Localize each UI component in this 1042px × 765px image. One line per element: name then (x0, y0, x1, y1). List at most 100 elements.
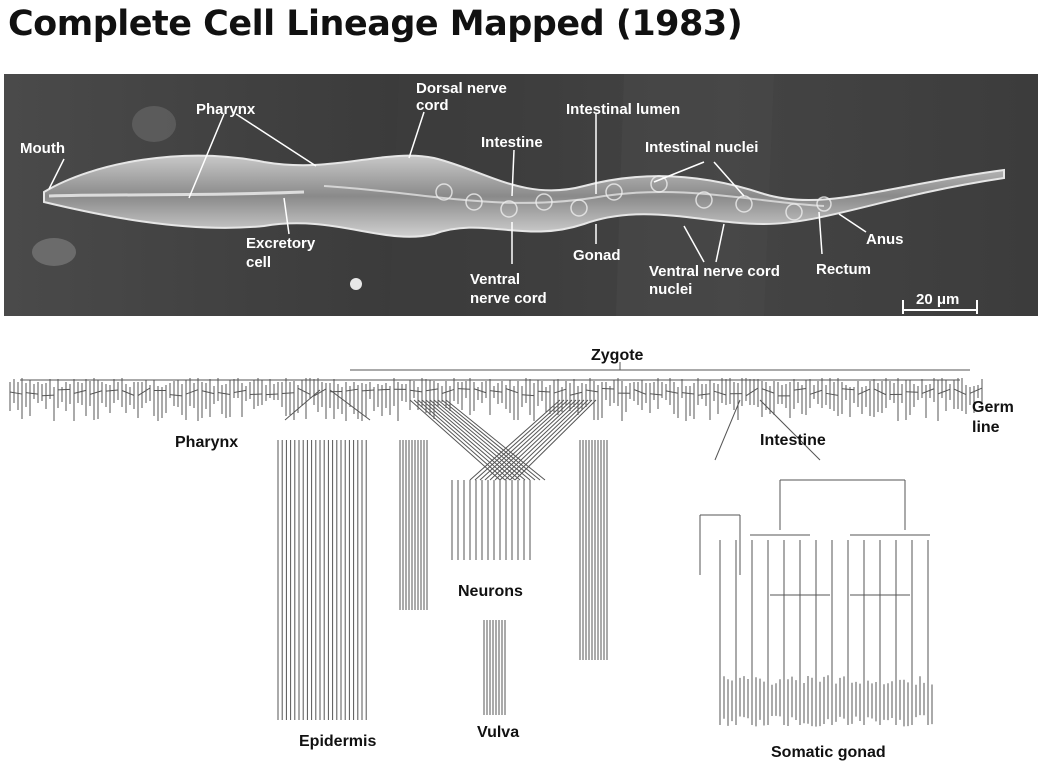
lineage-branch (537, 390, 551, 393)
lineage-branch (265, 393, 279, 396)
lineage-branch (681, 392, 695, 395)
label-excretory-cell-line1: Excretory (246, 235, 316, 252)
lineage-branch (697, 393, 711, 396)
lineage-branch (25, 392, 39, 395)
label-vnc-nuclei-line1: Ventral nerve cord (649, 263, 780, 280)
nuclei-group (435, 175, 832, 221)
label-epidermis: Epidermis (299, 733, 376, 750)
lineage-branch (361, 389, 375, 392)
label-zygote: Zygote (591, 347, 644, 364)
lineage-branch (505, 388, 519, 394)
label-neurons: Neurons (458, 583, 523, 600)
lineage-branch (429, 399, 526, 481)
lineage-branch (89, 390, 103, 395)
label-intestinal-nuclei: Intestinal nuclei (645, 139, 758, 156)
lineage-branch (921, 388, 935, 394)
lineage-branch (569, 391, 583, 396)
label-somatic-gonad: Somatic gonad (771, 744, 886, 761)
lineage-branch (137, 387, 151, 397)
lineage-branch (499, 399, 585, 481)
lineage-branch (745, 387, 759, 397)
lineage-branch (284, 389, 321, 421)
lineage-branch (585, 389, 599, 393)
pharynx-tube (48, 190, 305, 198)
intestinal-lumen-line (323, 185, 825, 207)
lineage-branch (713, 390, 727, 396)
lineage-branch (969, 387, 983, 394)
lineage-branch (425, 388, 439, 392)
lineage-branch (457, 388, 471, 390)
lineage-branch (857, 388, 871, 395)
lineage-branches (9, 362, 983, 727)
lineage-branch (473, 388, 487, 394)
worm-body (43, 154, 1005, 238)
label-intestine: Intestine (760, 432, 826, 449)
lineage-branch (425, 399, 521, 481)
lineage-branch (421, 399, 516, 481)
lineage-branch (809, 389, 823, 395)
slide-title: Complete Cell Lineage Mapped (1983) (8, 4, 743, 44)
lineage-branch (185, 389, 199, 395)
label-germ-line-line1: Germ (972, 399, 1014, 416)
lineage-branch (649, 393, 663, 396)
label-dorsal-nerve-cord-line1: Dorsal nerve (416, 80, 507, 97)
lineage-branch (281, 392, 295, 394)
lineage-branch (665, 390, 679, 394)
lineage-branch (521, 394, 535, 397)
lineage-branch (633, 389, 647, 395)
debris-blob (32, 238, 76, 266)
lineage-branch (41, 394, 55, 397)
lineage-branch (509, 399, 593, 481)
worm-micrograph: Mouth Pharynx Excretory cell Dorsal nerv… (4, 74, 1038, 316)
label-pharynx: Pharynx (196, 101, 256, 118)
label-gonad: Gonad (573, 247, 621, 264)
lineage-branch (201, 390, 215, 395)
label-intestine: Intestine (481, 134, 543, 151)
lineage-branch (714, 399, 741, 461)
label-pharynx: Pharynx (175, 434, 238, 451)
label-mouth: Mouth (20, 140, 65, 157)
label-excretory-cell-line2: cell (246, 254, 271, 271)
lineage-branch (313, 388, 327, 397)
lineage-branch (494, 399, 581, 481)
label-anus: Anus (866, 231, 904, 248)
lineage-branch (479, 399, 569, 481)
label-intestinal-lumen: Intestinal lumen (566, 101, 680, 118)
lineage-branch (514, 399, 597, 481)
lineage-branch (409, 389, 423, 393)
lineage-branch (937, 388, 951, 395)
lineage-branch (793, 387, 807, 391)
lineage-branch (484, 399, 573, 481)
label-dorsal-nerve-cord-line2: cord (416, 97, 449, 114)
lineage-branch (504, 399, 589, 481)
lineage-branch (905, 391, 919, 393)
lineage-branch (489, 390, 503, 393)
label-vnc-nuclei-line2: nuclei (649, 281, 692, 298)
lineage-branch (841, 388, 855, 391)
lineage-branch (873, 388, 887, 396)
debris-blob (132, 106, 176, 142)
label-germ-line-line2: line (972, 419, 1000, 436)
lineage-branch (105, 389, 119, 392)
lineage-branch (469, 399, 561, 481)
lineage-branch (169, 394, 183, 397)
cell-lineage-tree: Zygote Pharynx Germ line Intestine Neuro… (9, 347, 1014, 761)
lineage-branch (759, 399, 821, 461)
lineage-branch (329, 389, 371, 421)
lineage-branch (9, 391, 23, 395)
debris-dot (350, 278, 362, 290)
scale-bar-label: 20 μm (916, 291, 959, 308)
label-ventral-nerve-cord-line1: Ventral (470, 271, 520, 288)
lineage-branch (953, 388, 967, 395)
lineage-branch (377, 388, 391, 391)
lineage-branch (489, 399, 577, 481)
label-rectum: Rectum (816, 261, 871, 278)
label-vulva: Vulva (477, 724, 519, 741)
lineage-branch (441, 388, 455, 394)
lineage-branch (73, 389, 87, 394)
lineage-branch (474, 399, 565, 481)
lineage-branch (761, 388, 775, 394)
label-pointers (48, 111, 867, 264)
lineage-branch (233, 389, 247, 393)
lineage-branch (217, 391, 231, 396)
